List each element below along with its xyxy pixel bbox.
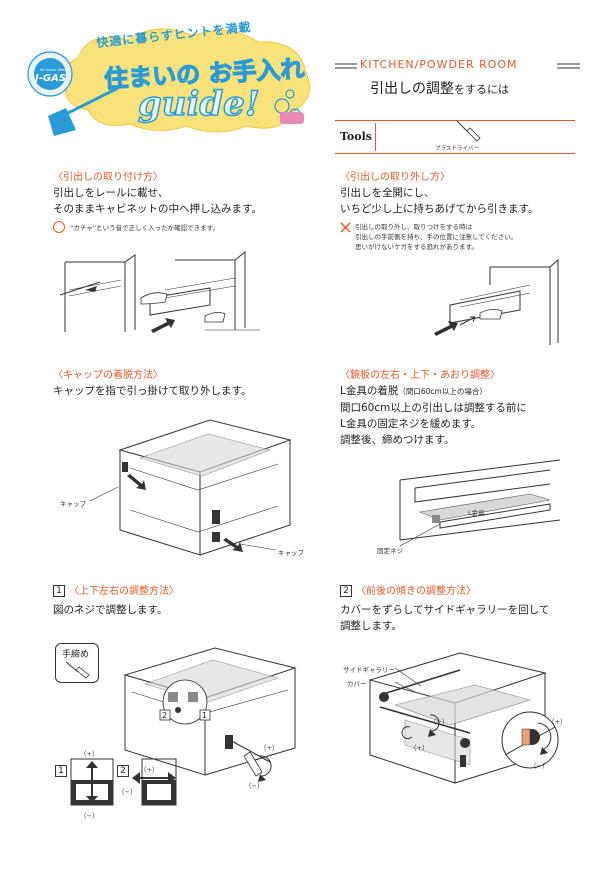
schematic-box-1: 1 [55, 760, 71, 779]
section-title-adjust-1-text: 〈上下左右の調整方法〉 [69, 586, 179, 597]
category-rule [335, 63, 580, 69]
horizontal-adjust-diagram [132, 758, 177, 806]
label-minus-screw: （−） [245, 782, 264, 790]
adjust1-line1: 図のネジで調整します。 [53, 604, 168, 616]
section-title-cap: 〈キャップの着脱方法〉 [53, 370, 163, 381]
label-plus-vertical: （+） [80, 750, 99, 758]
label-minus-horizontal: （−） [118, 788, 137, 796]
mirror-line1-main: L金具の着脱 [340, 385, 399, 397]
attach-line1: 引出しをレールに載せ、 [53, 187, 169, 199]
section-title-attach: 〈引出しの取り付け方〉 [53, 172, 163, 183]
adjust2-line2: 調整します。 [340, 620, 402, 632]
mirror-line1-small: （間口60cm以上の場合） [398, 387, 487, 396]
label-plus-detail: （+） [548, 718, 567, 726]
label-plus-screw: （+） [260, 744, 279, 752]
section-title-adjust-2: 2 〈前後の傾きの調整方法〉 [340, 582, 476, 597]
screwdriver-icon [65, 661, 90, 679]
schematic-box-2: 2 [117, 760, 133, 779]
svg-text:1: 1 [202, 711, 207, 720]
section-title-remove: 〈引出しの取り外し方〉 [340, 172, 450, 183]
label-minus-rotation: （−） [430, 718, 449, 726]
label-l-bracket: L金具 [468, 509, 485, 517]
schematic-number-2: 2 [117, 764, 129, 777]
attach-line2: そのままキャビネットの中へ押し込みます。 [53, 203, 262, 215]
logo-title-line2: guide! [137, 83, 260, 125]
illustration-l-bracket [399, 459, 561, 541]
page-title-main: 引出しの調整 [370, 81, 454, 97]
tools-label: Tools [340, 130, 372, 143]
mirror-line4: 調整後、締めつけます。 [340, 434, 455, 446]
tools-box: Tools プラスドライバー [335, 120, 575, 154]
remove-note2: 引出しの手前側を持ち、手の位置に注意してください。 [355, 233, 518, 241]
remove-note3: 思いがけないケガをする恐れがあります。 [355, 243, 478, 251]
section-title-mirror: 〈鏡板の左右・上下・あおり調整〉 [340, 370, 500, 381]
screwdriver-icon [456, 120, 481, 142]
brand-badge: J-GAS [35, 73, 67, 84]
schematic-number-1: 1 [55, 764, 67, 777]
attach-note: “カチャ”という音で正しく入ったか確認できます。 [70, 224, 220, 232]
leader-line-screw [400, 523, 441, 547]
tools-divider [375, 123, 376, 151]
remove-line2: いちど少し上に持ちあげてから引きます。 [340, 203, 539, 215]
illustration-adjust-screws: 2 1 [123, 647, 297, 782]
leader-lines-gallery [395, 667, 422, 693]
svg-text:2: 2 [162, 711, 167, 720]
illustration-attach-drawer [59, 250, 260, 333]
step-number-1: 1 [53, 585, 65, 597]
ok-circle-icon [53, 221, 65, 233]
mirror-instructions: L金具の着脱（間口60cm以上の場合） 間口60cm以上の引出しは調整する前に … [340, 383, 527, 448]
illustration-drawer-cap [118, 419, 292, 556]
step-number-2: 2 [340, 585, 352, 597]
section-title-adjust-1: 1 〈上下左右の調整方法〉 [53, 582, 179, 597]
cap-line1: キャップを指で引っ掛けて取り外します。 [53, 385, 252, 397]
label-cap-right: キャップ [278, 549, 304, 557]
remove-instructions: 引出しを全開にし、 いちど少し上に持ちあげてから引きます。 [340, 185, 538, 217]
label-side-gallery: サイドギャラリー [343, 666, 395, 674]
hand-tighten-box: 手締め [55, 643, 99, 683]
leader-line-cap-left [90, 486, 119, 502]
section-title-adjust-2-text: 〈前後の傾きの調整方法〉 [356, 586, 476, 597]
page-title-sub: をするには [454, 83, 509, 96]
adjust2-line1: カバーをずらしてサイドギャラリーを回して [340, 604, 550, 616]
attach-instructions: 引出しをレールに載せ、 そのままキャビネットの中へ押し込みます。 [53, 185, 262, 217]
label-minus-vertical: （−） [80, 812, 99, 820]
category-label: KITCHEN/POWDER ROOM [360, 58, 518, 71]
mirror-line2: 間口60cm以上の引出しは調整する前に [340, 402, 527, 414]
leader-line-cap-right [240, 543, 277, 551]
adjust2-instructions: カバーをずらしてサイドギャラリーを回して 調整します。 [340, 602, 549, 634]
brand-badge-small: for future lifestyle [40, 68, 72, 72]
logo-cloud-graphic [27, 28, 310, 136]
label-cap-left: キャップ [60, 500, 86, 508]
illustration-remove-drawer [434, 258, 559, 345]
remove-note1: 引出しの取り外し、取りつけをする時は [355, 223, 473, 231]
tools-item: プラスドライバー [435, 146, 479, 152]
remove-line1: 引出しを全開にし、 [340, 187, 435, 199]
page-title: 引出しの調整をするには [370, 78, 509, 98]
hand-tighten-label: 手締め [62, 650, 90, 660]
illustration-side-gallery [368, 652, 559, 784]
remove-caution: 引出しの取り外し、取りつけをする時は 引出しの手前側を持ち、手の位置に注意してく… [355, 222, 517, 252]
label-plus-rotation: （+） [410, 744, 429, 752]
label-plus-horizontal: （+） [140, 766, 159, 774]
caution-x-icon [340, 222, 351, 233]
label-fixing-screw: 固定ネジ [377, 547, 403, 555]
mirror-line1: L金具の着脱（間口60cm以上の場合） [340, 383, 527, 400]
mirror-line3: L金具の固定ネジを緩めます。 [340, 418, 482, 430]
vertical-adjust-diagram [70, 758, 114, 806]
label-minus-detail: （−） [530, 762, 549, 770]
brand-logo: for future lifestyle J-GAS 快適に暮らすヒントを満載 … [18, 18, 323, 138]
label-cover: カバー [347, 680, 367, 688]
